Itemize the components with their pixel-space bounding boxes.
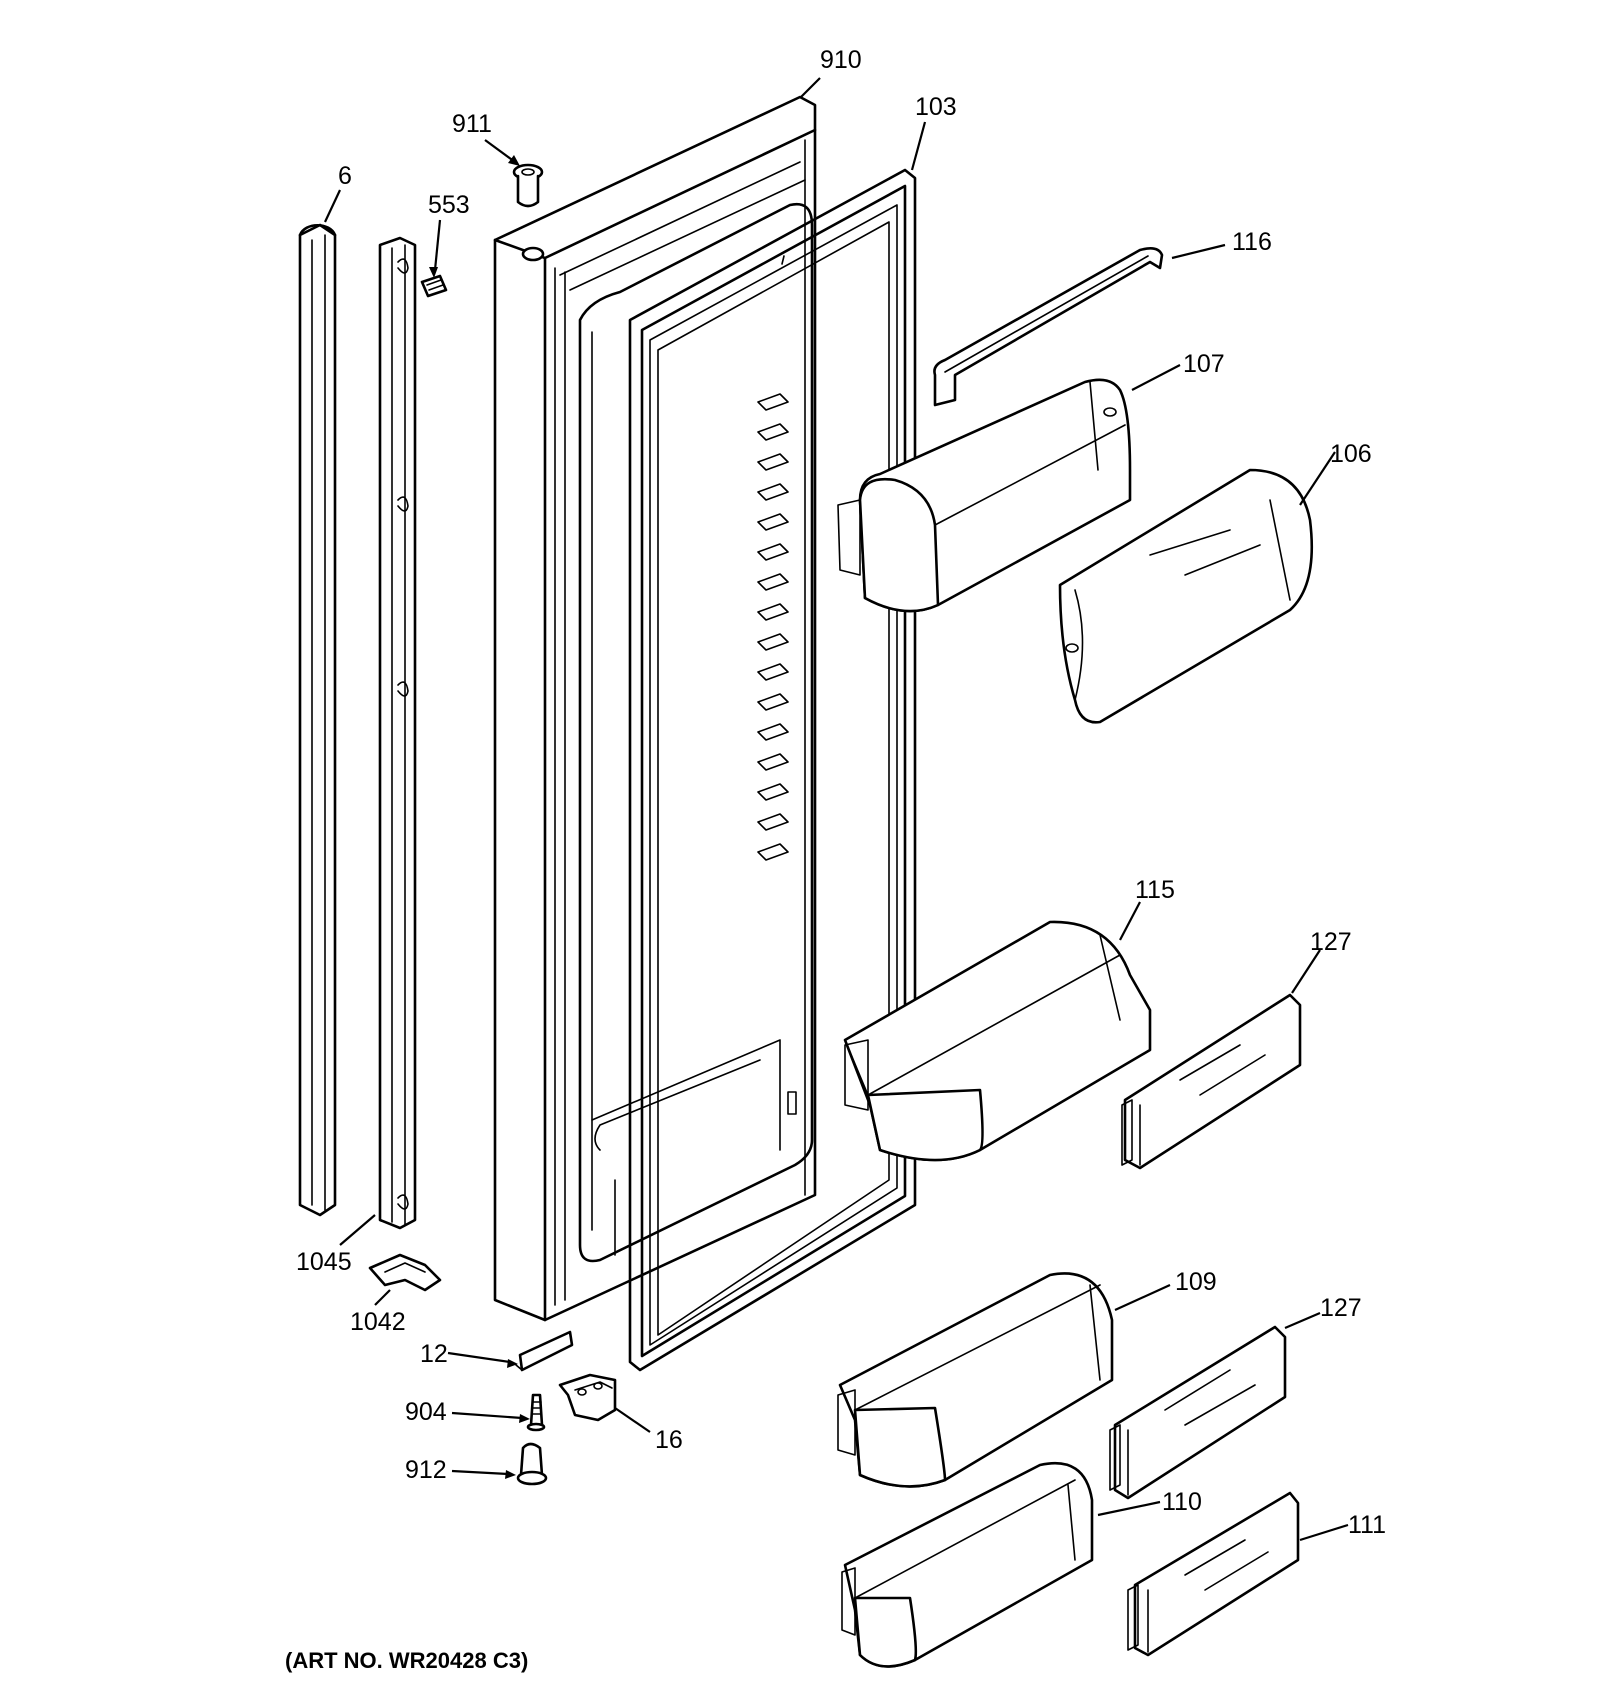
callout-1042: 1042 xyxy=(350,1308,406,1336)
part-109-door-bin xyxy=(837,1272,1114,1488)
part-1042-bracket xyxy=(368,1253,442,1292)
callout-1045: 1045 xyxy=(296,1248,352,1276)
callout-107: 107 xyxy=(1183,350,1225,378)
callout-127-lower: 127 xyxy=(1320,1294,1362,1322)
callout-111: 111 xyxy=(1348,1511,1386,1539)
part-110-door-bin xyxy=(841,1461,1094,1668)
part-912-hinge-pin xyxy=(516,1442,548,1486)
part-16-bottom-hinge xyxy=(558,1373,617,1422)
callout-910: 910 xyxy=(820,46,862,74)
callout-116: 116 xyxy=(1232,228,1272,256)
callout-106: 106 xyxy=(1330,440,1372,468)
callout-115: 115 xyxy=(1135,876,1175,904)
part-12-hinge-plate xyxy=(515,1330,574,1372)
part-910-door-shell xyxy=(493,95,817,1322)
callout-904: 904 xyxy=(405,1398,447,1426)
callout-103: 103 xyxy=(915,93,957,121)
shelf-support-ribs xyxy=(757,393,789,861)
callout-911: 911 xyxy=(452,110,492,138)
callout-12: 12 xyxy=(420,1340,448,1368)
part-127-upper-bin-front xyxy=(1121,993,1302,1170)
callout-109: 109 xyxy=(1175,1268,1217,1296)
callout-6: 6 xyxy=(338,162,352,190)
callout-110: 110 xyxy=(1162,1488,1202,1516)
part-904-screw xyxy=(526,1393,546,1432)
callout-16: 16 xyxy=(655,1426,683,1454)
leader-lines xyxy=(324,77,1349,1542)
part-116-bin-rail xyxy=(933,247,1164,407)
part-103-door-gasket xyxy=(628,168,917,1372)
callout-labels: 910 911 103 6 553 116 107 106 115 127 10… xyxy=(296,46,1386,1539)
art-number: (ART NO. WR20428 C3) xyxy=(285,1648,528,1673)
part-106-bin-cover xyxy=(1058,468,1314,724)
part-911-hinge-pin xyxy=(512,163,544,208)
part-115-door-bin xyxy=(843,920,1152,1162)
door-inner-liner xyxy=(578,202,814,1263)
part-107-door-bin xyxy=(837,378,1132,613)
part-127-lower-bin-front xyxy=(1109,1325,1287,1500)
callout-553: 553 xyxy=(428,191,470,219)
callout-127-upper: 127 xyxy=(1310,928,1352,956)
part-111-bin-front xyxy=(1127,1491,1300,1657)
callout-912: 912 xyxy=(405,1456,447,1484)
part-6-trim-strip xyxy=(298,223,337,1217)
part-1045-mounting-rail xyxy=(378,236,417,1230)
part-553-screw xyxy=(420,274,448,298)
